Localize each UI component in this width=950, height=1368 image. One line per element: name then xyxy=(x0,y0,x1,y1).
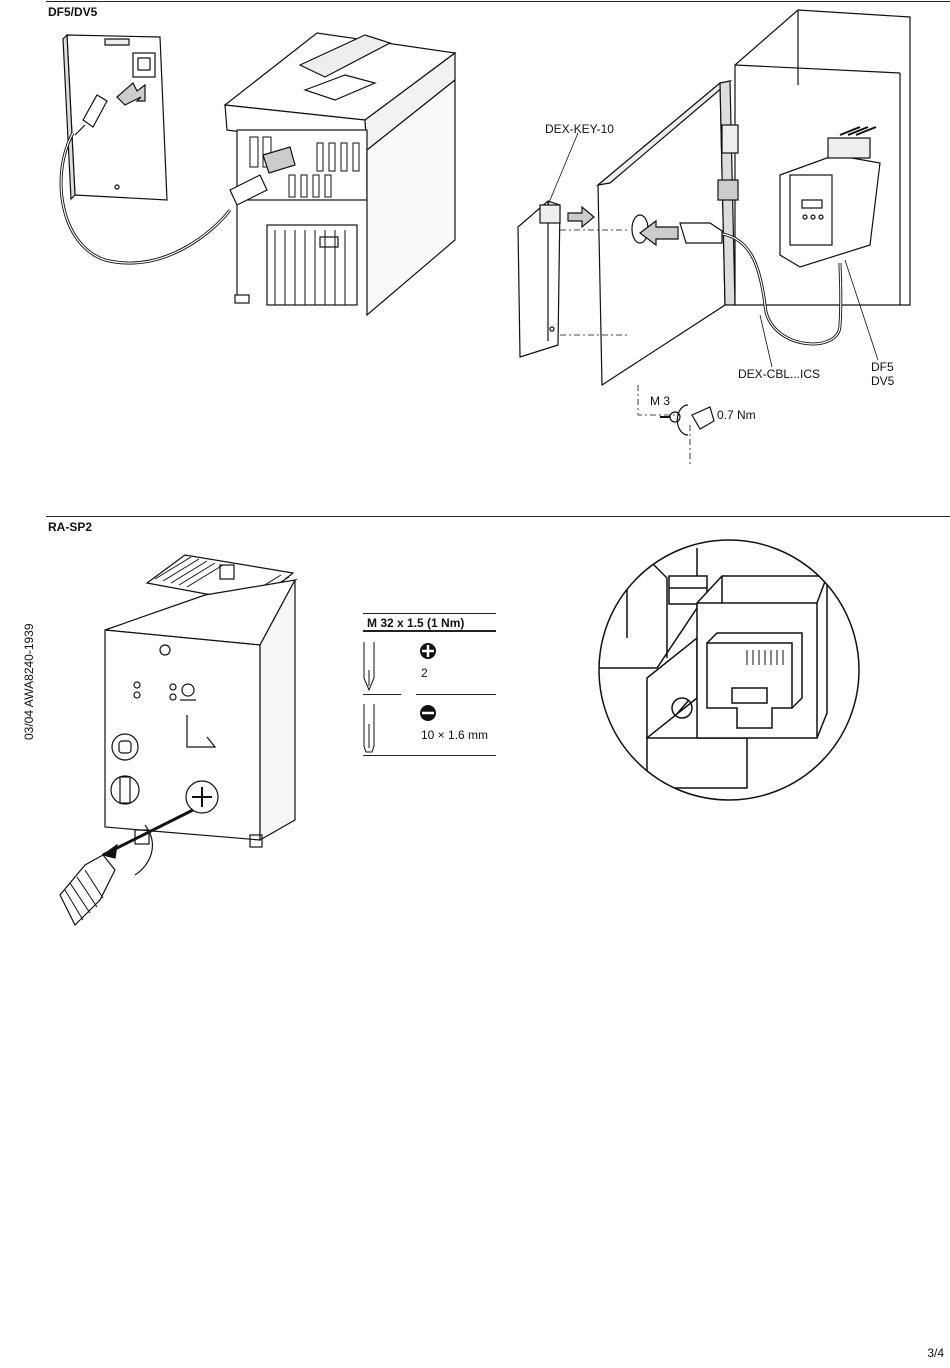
section-title-ra-sp2: RA-SP2 xyxy=(48,520,93,534)
label-torque: 0.7 Nm xyxy=(717,408,756,422)
label-dex-key: DEX-KEY-10 xyxy=(545,122,614,136)
phillips-icon xyxy=(420,643,436,659)
table-row-rule-right xyxy=(416,694,496,695)
illustration-ra-sp2 xyxy=(59,554,298,927)
table-bottom-rule xyxy=(363,755,496,756)
table-row-rule-left xyxy=(363,694,401,695)
phillips-size: 2 xyxy=(421,666,428,680)
slotted-size: 10 × 1.6 mm xyxy=(421,728,489,742)
top-rule xyxy=(46,1,950,2)
label-m3: M 3 xyxy=(650,394,671,408)
section-title-df5-dv5: DF5/DV5 xyxy=(48,5,98,19)
screwdriver-phillips-tip xyxy=(363,642,375,692)
table-top-rule xyxy=(363,613,496,614)
illustration-cabinet-key xyxy=(517,9,911,465)
table-header: M 32 x 1.5 (1 Nm) xyxy=(367,616,465,630)
illustration-connector-detail xyxy=(598,539,860,801)
table-header-rule xyxy=(363,630,496,632)
slotted-icon xyxy=(420,705,436,721)
label-dex-cbl: DEX-CBL...ICS xyxy=(738,367,821,381)
illustration-cable-connection xyxy=(59,32,457,317)
label-df5: DF5 xyxy=(871,360,894,374)
section-rule xyxy=(46,516,950,517)
document-id: 03/04 AWA8240-1939 xyxy=(22,623,36,740)
page-number: 3/4 xyxy=(927,1346,944,1360)
screwdriver-slotted-tip xyxy=(363,704,375,753)
label-dv5: DV5 xyxy=(871,374,895,388)
